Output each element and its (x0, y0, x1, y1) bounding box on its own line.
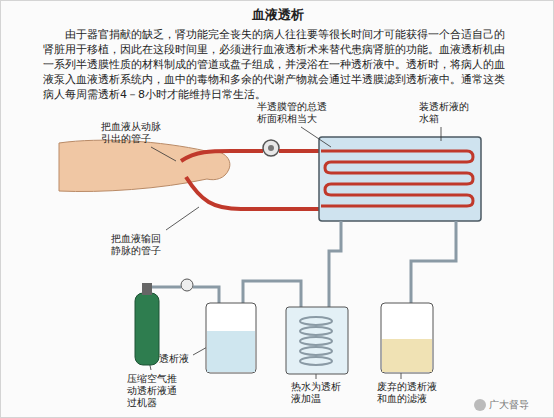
title: 血液透析 (1, 6, 554, 24)
callout-label: 把血液输回静脉的管子 (111, 233, 165, 257)
watermark: 广大督导 (489, 399, 549, 411)
callout-label: 把血液从动脉引出的管子 (101, 121, 165, 145)
callout-label: 半透膜管的总透析面积相当大 (257, 101, 331, 125)
callout-label: 装透析液的水箱 (419, 101, 473, 125)
callout-label: 热水为透析液加温 (291, 381, 345, 405)
callout-label: 废弃的透析液和血的滤液 (377, 381, 441, 405)
body-paragraph: 由于器官捐献的缺乏，肾功能完全丧失的病人往往要等很长时间才可能获得一个合适自己的… (43, 27, 515, 102)
callout-label: 压缩空气推动透析液通过机器 (127, 373, 181, 409)
callout-label: 透析液 (159, 353, 199, 365)
